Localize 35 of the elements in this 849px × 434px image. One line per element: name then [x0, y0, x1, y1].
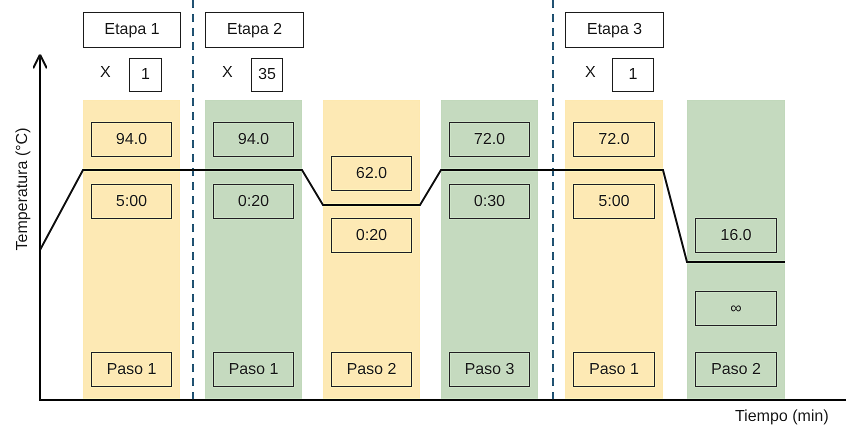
value-box: 0:20 — [213, 184, 294, 219]
value-box: 16.0 — [695, 218, 777, 253]
value-box: 5:00 — [573, 184, 655, 219]
axis-title: Temperatura (°C) — [14, 126, 32, 252]
value-box: Paso 1 — [91, 352, 172, 387]
value-box: Paso 3 — [449, 352, 530, 387]
value-box: 72.0 — [573, 122, 655, 157]
value-box: 72.0 — [449, 122, 530, 157]
step-band — [205, 100, 302, 400]
repeat-count-box: 1 — [129, 58, 162, 92]
stage-box: Etapa 3 — [565, 12, 664, 48]
value-box: Paso 2 — [331, 352, 412, 387]
value-box: 94.0 — [213, 122, 294, 157]
step-band — [565, 100, 663, 400]
value-box: 0:20 — [331, 218, 412, 253]
value-box: ∞ — [695, 291, 777, 326]
x-mark: X — [585, 64, 596, 82]
step-band — [83, 100, 180, 400]
stage-box: Etapa 1 — [83, 12, 181, 48]
value-box: Paso 2 — [695, 352, 777, 387]
step-band — [687, 100, 785, 400]
repeat-count-box: 1 — [612, 58, 654, 92]
value-box: 94.0 — [91, 122, 172, 157]
repeat-count-box: 35 — [251, 58, 283, 92]
x-mark: X — [222, 64, 233, 82]
stage-box: Etapa 2 — [205, 12, 304, 48]
value-box: Paso 1 — [573, 352, 655, 387]
x-mark: X — [100, 64, 111, 82]
value-box: 62.0 — [331, 156, 412, 191]
step-band — [441, 100, 538, 400]
value-box: 5:00 — [91, 184, 172, 219]
step-band — [323, 100, 420, 400]
value-box: 0:30 — [449, 184, 530, 219]
value-box: Paso 1 — [213, 352, 294, 387]
axis-title: Tiempo (min) — [735, 408, 829, 426]
